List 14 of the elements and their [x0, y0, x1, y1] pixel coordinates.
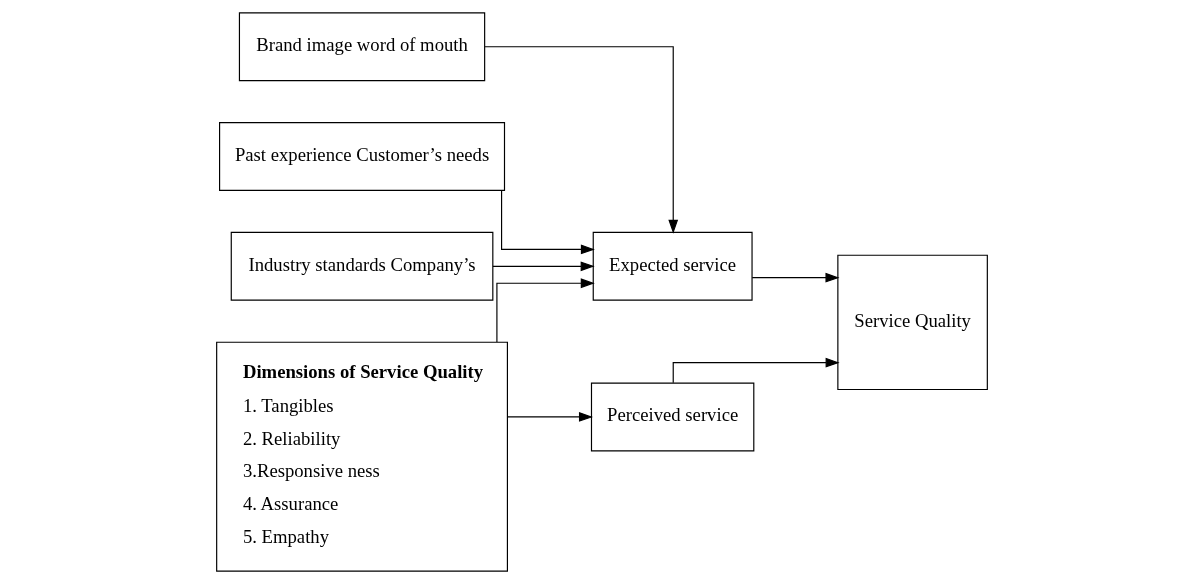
arrow — [495, 278, 595, 343]
arrow — [491, 261, 595, 272]
node-box: Perceived service — [590, 382, 754, 452]
arrow — [672, 357, 840, 384]
arrow — [483, 46, 678, 234]
arrow — [751, 272, 839, 283]
arrow — [500, 190, 595, 255]
node-box: Brand image word of mouth — [238, 12, 485, 82]
node-box: Expected service — [592, 231, 753, 301]
node-box: Industry standards Company’s — [230, 231, 493, 301]
node-box: Past experience Customer’s needs — [218, 122, 505, 191]
node-box: Dimensions of Service Quality 1. Tangibles 2. Reliability 3.Responsive ness 4. Assurance 5. Empathy — [215, 341, 508, 572]
node-box: Service Quality — [836, 254, 988, 391]
arrow — [506, 412, 593, 422]
